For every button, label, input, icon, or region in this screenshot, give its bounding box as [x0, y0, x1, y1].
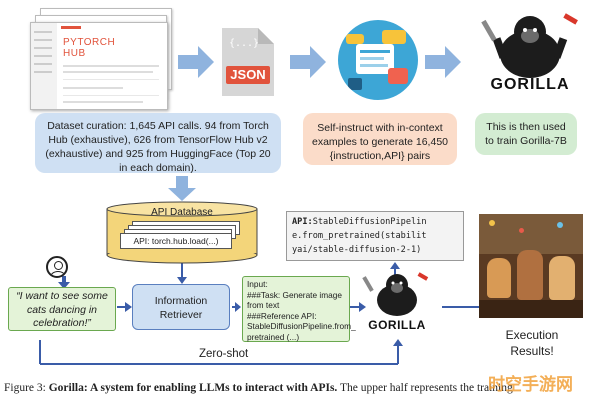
- api-output-line2: e.from_pretrained(stabilit: [292, 231, 427, 241]
- api-output-prefix: API:: [292, 217, 313, 227]
- json-file-icon: {...} JSON: [222, 28, 274, 96]
- arrow-json-to-selfinstruct: [290, 46, 326, 78]
- self-instruct-illustration: [338, 20, 418, 100]
- pytorch-hub-page: PYTORCH HUB: [30, 22, 168, 110]
- arrow-user-to-query: [58, 276, 70, 289]
- input-prompt-line1: Input:: [247, 279, 268, 289]
- api-output-line3: yai/stable-diffusion-2-1): [292, 245, 422, 255]
- gorilla-logo-top: GORILLA: [480, 10, 580, 100]
- user-query-box: “I want to see some cats dancing in cele…: [8, 287, 116, 331]
- hub-pages-stack: PYTORCH HUB: [30, 8, 180, 110]
- dataset-curation-box: Dataset curation: 1,645 API calls. 94 fr…: [35, 113, 281, 174]
- input-prompt-line2: ###Task: Generate image: [247, 289, 343, 300]
- caption-bold: Gorilla: A system for enabling LLMs to i…: [48, 382, 338, 394]
- input-prompt-line3: from text: [247, 300, 280, 311]
- user-icon: [46, 256, 68, 278]
- arrow-dataset-to-db: [168, 176, 196, 201]
- watermark: 时空手游网: [488, 375, 573, 394]
- execution-results-label: Execution Results!: [505, 328, 559, 358]
- api-output-line1: StableDiffusionPipelin: [312, 217, 427, 227]
- gorilla-top-label: GORILLA: [490, 76, 570, 93]
- arrow-hub-to-json: [178, 46, 214, 78]
- gorilla-logo-bottom: GORILLA: [362, 270, 432, 334]
- caption-prefix: Figure 3:: [4, 382, 46, 394]
- api-database: API Database API: torch.hub.load(...): [106, 201, 258, 265]
- train-gorilla-box: This is then used to train Gorilla-7B: [475, 113, 577, 155]
- pytorch-hub-title: PYTORCH HUB: [63, 37, 116, 59]
- self-instruct-box: Self-instruct with in-context examples t…: [303, 113, 457, 165]
- api-database-title: API Database: [151, 207, 213, 218]
- input-prompt-line4: ###Reference API:: [247, 310, 317, 321]
- input-prompt-box: Input: ###Task: Generate image from text…: [242, 276, 356, 342]
- information-retriever-label: Information Retriever: [154, 295, 208, 321]
- figure-caption: Figure 3: Gorilla: A system for enabling…: [4, 382, 594, 394]
- information-retriever-box: Information Retriever: [132, 284, 230, 330]
- zero-shot-label: Zero-shot: [195, 348, 253, 360]
- api-output-box: API:StableDiffusionPipelin e.from_pretra…: [286, 211, 464, 261]
- api-database-entry: API: torch.hub.load(...): [120, 233, 232, 249]
- arrow-selfinstruct-to-gorilla: [425, 46, 461, 78]
- cats-dancing-image: [479, 214, 583, 318]
- input-prompt-line5: StableDiffusionPipeline.from_: [247, 321, 356, 332]
- user-query-text: “I want to see some cats dancing in cele…: [16, 290, 108, 329]
- gorilla-bottom-label: GORILLA: [368, 318, 426, 332]
- input-prompt-line6: pretrained (...): [247, 331, 300, 342]
- json-label-badge: JSON: [226, 66, 270, 84]
- caption-rest: The upper half represents the training: [339, 382, 513, 394]
- json-braces: {...}: [228, 38, 260, 49]
